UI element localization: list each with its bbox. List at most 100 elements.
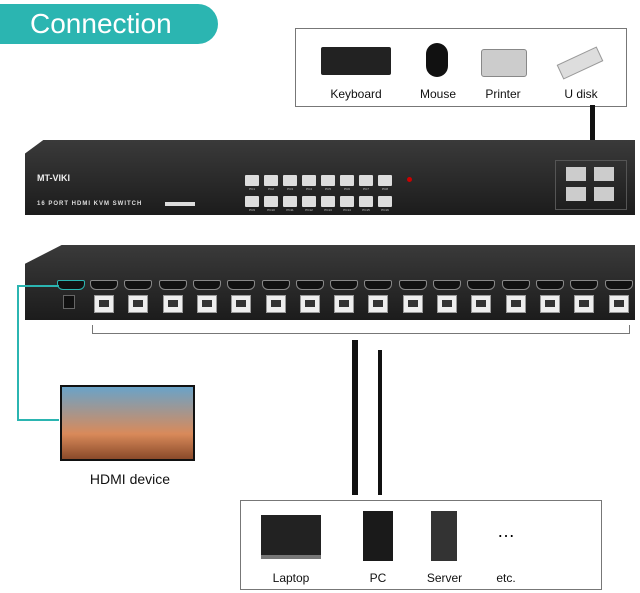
peripherals-box: Keyboard Mouse Printer U disk xyxy=(295,28,627,107)
model-label: 16 PORT HDMI KVM SWITCH xyxy=(37,201,143,207)
hdmi-in-port xyxy=(398,280,427,290)
ellipsis-icon: … xyxy=(497,521,515,541)
pc-select-button[interactable] xyxy=(302,175,316,186)
hdmi-in-port xyxy=(570,280,599,290)
pc-button-label: PC7 xyxy=(363,187,369,191)
server-icon xyxy=(431,511,457,561)
section-title: Connection xyxy=(0,4,218,44)
peripheral-label: U disk xyxy=(564,87,598,101)
hdmi-in-port xyxy=(467,280,496,290)
hdmi-in-port xyxy=(192,280,221,290)
pc-select-button[interactable] xyxy=(264,196,278,207)
computer-label: Laptop xyxy=(272,571,310,585)
hdmi-connection-line xyxy=(17,419,59,421)
pc-button-label: PC11 xyxy=(286,208,294,212)
usb-b-port xyxy=(334,295,355,313)
pc-select-button[interactable] xyxy=(340,175,354,186)
hdmi-cable xyxy=(352,340,358,495)
usb-b-port xyxy=(94,295,114,313)
hdmi-connection-line xyxy=(17,285,19,420)
usb-b-port xyxy=(437,295,457,313)
pc-button-label: PC6 xyxy=(344,187,350,191)
desktop-tower-icon xyxy=(363,511,393,561)
usb-b-port xyxy=(539,295,560,313)
hdmi-in-port xyxy=(295,280,324,290)
model-strip xyxy=(165,202,195,206)
hdmi-connection-line xyxy=(17,285,59,287)
ports-bracket xyxy=(92,325,630,334)
usb-hub-ports xyxy=(555,160,627,210)
usb-b-port xyxy=(265,295,286,313)
usb-b-port xyxy=(471,295,492,313)
pc-select-button[interactable] xyxy=(359,196,373,207)
hdmi-in-port xyxy=(501,280,530,290)
pc-button-label: PC12 xyxy=(305,208,313,212)
pc-button-label: PC16 xyxy=(381,208,389,212)
hdmi-in-port xyxy=(330,280,359,290)
pc-select-button[interactable] xyxy=(378,175,392,186)
usb-drive-icon xyxy=(556,46,604,80)
usb-b-port xyxy=(608,295,629,313)
hdmi-in-port xyxy=(261,280,290,290)
hdmi-in-port xyxy=(90,280,118,290)
mouse-icon xyxy=(426,43,448,77)
pc-button-label: PC13 xyxy=(324,208,332,212)
hdmi-in-port xyxy=(158,280,187,290)
usb-b-port xyxy=(299,295,320,313)
pc-button-label: PC3 xyxy=(287,187,293,191)
computer-label: PC xyxy=(369,571,387,585)
usb-b-port xyxy=(128,295,149,313)
hdmi-device-label: HDMI device xyxy=(89,471,171,487)
usb-b-port xyxy=(196,295,217,313)
pc-button-label: PC1 xyxy=(249,187,255,191)
hdmi-out-port xyxy=(57,280,85,290)
hdmi-in-port xyxy=(535,280,564,290)
hdmi-in-port xyxy=(364,280,393,290)
power-led xyxy=(407,177,412,182)
pc-select-button[interactable] xyxy=(302,196,316,207)
hdmi-in-port xyxy=(227,280,256,290)
laptop-icon xyxy=(261,515,321,559)
pc-select-button[interactable] xyxy=(264,175,278,186)
hdmi-in-port xyxy=(124,280,153,290)
dc-power-port xyxy=(63,295,75,309)
pc-select-button[interactable] xyxy=(283,175,297,186)
keyboard-icon xyxy=(321,47,391,75)
pc-button-label: PC15 xyxy=(362,208,370,212)
peripheral-label: Keyboard xyxy=(330,87,382,101)
usb-b-port xyxy=(574,295,595,313)
pc-button-label: PC4 xyxy=(306,187,312,191)
pc-select-button[interactable] xyxy=(245,175,259,186)
usb-cable xyxy=(378,350,382,495)
computer-label: Server xyxy=(426,571,463,585)
printer-icon xyxy=(481,49,527,77)
usb-b-port xyxy=(402,295,423,313)
usb-cable xyxy=(590,105,595,165)
pc-select-button[interactable] xyxy=(359,175,373,186)
computer-label: etc. xyxy=(496,571,516,585)
pc-select-button[interactable] xyxy=(321,196,335,207)
hdmi-in-port xyxy=(604,280,633,290)
hdmi-in-port xyxy=(433,280,461,290)
pc-select-button[interactable] xyxy=(245,196,259,207)
pc-button-label: PC8 xyxy=(382,187,388,191)
pc-select-button[interactable] xyxy=(378,196,392,207)
brand-logo: MT-VIKI xyxy=(37,173,70,183)
pc-select-button[interactable] xyxy=(283,196,297,207)
usb-b-port xyxy=(231,295,252,313)
pc-button-label: PC9 xyxy=(249,208,255,212)
peripheral-label: Printer xyxy=(485,87,521,101)
pc-button-label: PC10 xyxy=(267,208,275,212)
pc-button-label: PC5 xyxy=(325,187,331,191)
usb-b-port xyxy=(162,295,183,313)
pc-button-label: PC14 xyxy=(343,208,351,212)
pc-select-button[interactable] xyxy=(340,196,354,207)
pc-select-button[interactable] xyxy=(321,175,335,186)
usb-b-port xyxy=(505,295,526,313)
usb-b-port xyxy=(368,295,389,313)
computers-box: Laptop PC Server … etc. xyxy=(240,500,602,590)
peripheral-label: Mouse xyxy=(419,87,457,101)
kvm-back-panel xyxy=(25,245,635,320)
